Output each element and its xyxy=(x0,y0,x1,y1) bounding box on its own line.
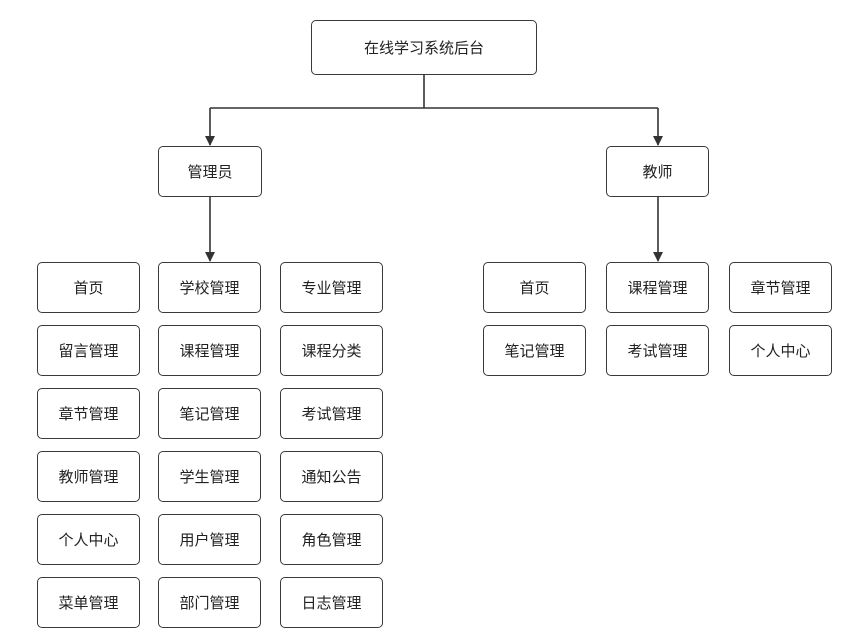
root-node: 在线学习系统后台 xyxy=(311,20,537,75)
admin-item-course-category: 课程分类 xyxy=(280,325,383,376)
admin-item-message-management: 留言管理 xyxy=(37,325,140,376)
admin-item-department-management: 部门管理 xyxy=(158,577,261,628)
admin-item-notes-management: 笔记管理 xyxy=(158,388,261,439)
admin-item-exam-management: 考试管理 xyxy=(280,388,383,439)
admin-item-announcements: 通知公告 xyxy=(280,451,383,502)
teacher-item-chapter-management: 章节管理 xyxy=(729,262,832,313)
admin-item-major-management: 专业管理 xyxy=(280,262,383,313)
admin-item-chapter-management: 章节管理 xyxy=(37,388,140,439)
admin-item-school-management: 学校管理 xyxy=(158,262,261,313)
admin-item-menu-management: 菜单管理 xyxy=(37,577,140,628)
teacher-node: 教师 xyxy=(606,146,709,197)
admin-node: 管理员 xyxy=(158,146,262,197)
admin-item-teacher-management: 教师管理 xyxy=(37,451,140,502)
admin-item-log-management: 日志管理 xyxy=(280,577,383,628)
admin-item-user-management: 用户管理 xyxy=(158,514,261,565)
teacher-item-notes-management: 笔记管理 xyxy=(483,325,586,376)
teacher-item-personal-center: 个人中心 xyxy=(729,325,832,376)
teacher-item-home: 首页 xyxy=(483,262,586,313)
admin-item-course-management: 课程管理 xyxy=(158,325,261,376)
admin-item-role-management: 角色管理 xyxy=(280,514,383,565)
admin-item-student-management: 学生管理 xyxy=(158,451,261,502)
teacher-item-course-management: 课程管理 xyxy=(606,262,709,313)
teacher-item-exam-management: 考试管理 xyxy=(606,325,709,376)
admin-item-personal-center: 个人中心 xyxy=(37,514,140,565)
admin-item-home: 首页 xyxy=(37,262,140,313)
